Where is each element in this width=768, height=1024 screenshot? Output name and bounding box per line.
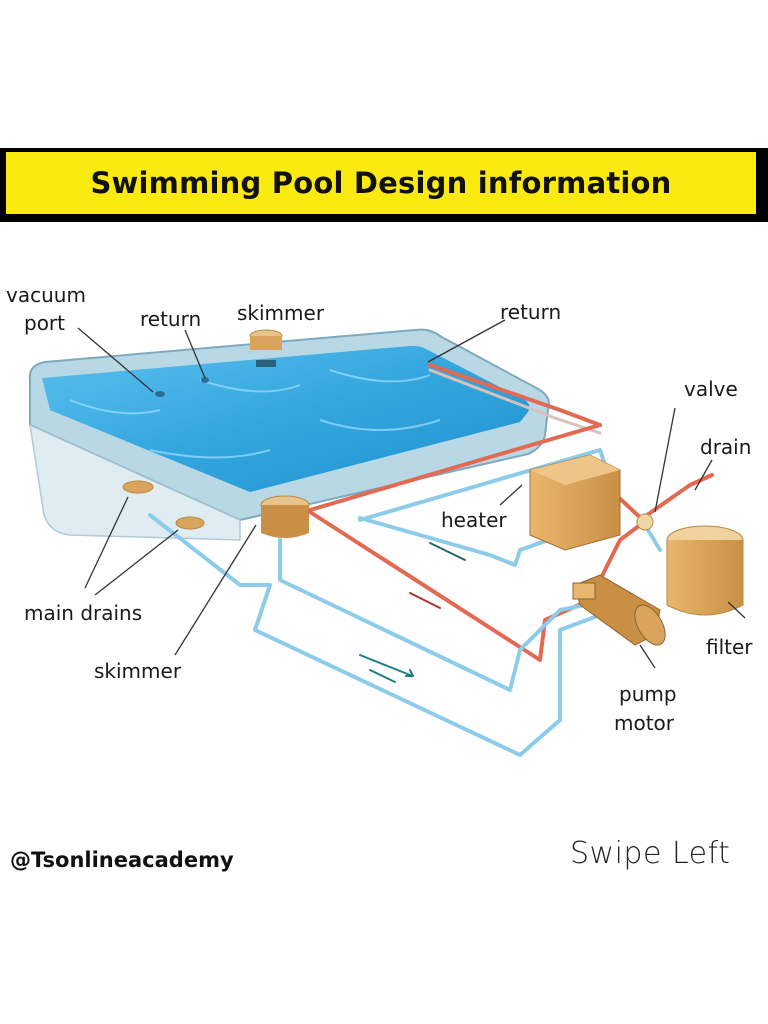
- page-title: Swimming Pool Design information: [90, 166, 672, 200]
- label-leader-lines: [77, 319, 746, 669]
- pool-shell: [28, 328, 550, 541]
- pump-motor-unit: [572, 574, 666, 646]
- filter-unit: [666, 525, 744, 616]
- pool-fixtures: [122, 329, 310, 538]
- label-pump-motor-line1: pump: [619, 682, 677, 706]
- label-return-left: return: [140, 307, 202, 331]
- label-vacuum-port-line1: vacuum: [6, 283, 86, 307]
- label-valve: valve: [684, 377, 738, 401]
- label-heater: heater: [441, 508, 507, 532]
- label-pump-motor-line2: motor: [614, 711, 675, 735]
- pool-water: [42, 345, 530, 492]
- label-main-drains: main drains: [24, 601, 143, 625]
- label-drain: drain: [700, 435, 752, 459]
- valve-unit: [636, 513, 654, 531]
- label-skimmer-bottom: skimmer: [94, 659, 182, 683]
- account-handle: @Tsonlineacademy: [10, 848, 234, 872]
- pool-diagram: [28, 319, 746, 757]
- heater-unit: [529, 454, 621, 551]
- title-banner-fill: Swimming Pool Design information: [6, 152, 756, 214]
- label-vacuum-port-line2: port: [24, 311, 65, 335]
- main-drain-2: [175, 516, 205, 530]
- label-return-right: return: [500, 300, 562, 324]
- title-banner: Swimming Pool Design information: [0, 148, 768, 222]
- label-filter: filter: [706, 635, 753, 659]
- label-skimmer-top: skimmer: [237, 301, 325, 325]
- swipe-left-hint: Swipe Left: [570, 836, 731, 871]
- main-drain-1: [122, 480, 154, 494]
